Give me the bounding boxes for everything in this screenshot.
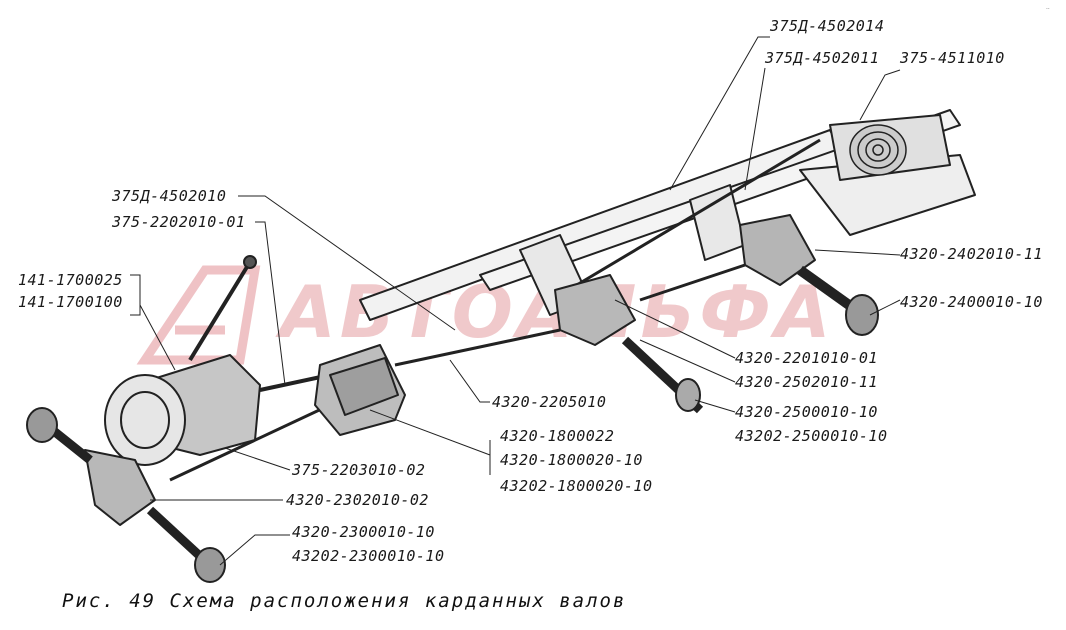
leader-line <box>694 399 736 413</box>
leader-line <box>369 409 491 456</box>
figure-caption: Рис. 49 Схема расположения карданных вал… <box>62 590 627 612</box>
corner-mark: .. <box>1046 4 1050 11</box>
shaft-upper <box>559 138 821 297</box>
part-label: 4320-2500010-10 <box>735 403 878 421</box>
part-label: 375Д-4502014 <box>770 17 885 35</box>
part-label: 4320-2502010-11 <box>735 373 878 391</box>
part-label: 43202-2300010-10 <box>292 547 445 565</box>
part-label: 43202-1800020-10 <box>500 477 653 495</box>
front-axle-housing <box>84 449 156 526</box>
part-label: 375-2203010-02 <box>292 461 426 479</box>
part-label: 4320-2205010 <box>492 393 607 411</box>
part-label: 141-1700025 <box>18 271 123 289</box>
part-label: 4320-1800020-10 <box>500 451 643 469</box>
leader-line <box>238 195 456 331</box>
shaft-front <box>169 403 331 482</box>
part-label: 43202-2500010-10 <box>735 427 888 445</box>
part-label: 4320-2402010-11 <box>900 245 1043 263</box>
leader-line <box>614 299 736 359</box>
part-label: 375-2202010-01 <box>112 213 246 231</box>
leader-line <box>744 67 766 191</box>
part-label: 375Д-4502010 <box>112 187 227 205</box>
leader-line <box>814 249 901 256</box>
leader-line <box>130 274 141 305</box>
shaft-mid <box>639 258 761 302</box>
part-label: 4320-1800022 <box>500 427 615 445</box>
shaft-intermediate <box>394 328 561 367</box>
part-label: 375-4511010 <box>900 49 1005 67</box>
leader-line <box>449 359 490 403</box>
leader-line <box>869 299 901 316</box>
part-label: 4320-2300010-10 <box>292 523 435 541</box>
leader-line <box>224 447 291 471</box>
leader-line <box>639 339 736 383</box>
part-label: 375Д-4502011 <box>765 49 880 67</box>
rear-axle-housing <box>739 214 816 286</box>
leader-line <box>859 69 901 121</box>
leader-line <box>255 221 286 386</box>
part-label: 4320-2302010-02 <box>286 491 429 509</box>
leader-line <box>219 534 290 566</box>
part-label: 4320-2400010-10 <box>900 293 1043 311</box>
leader-line <box>669 36 770 191</box>
part-label: 4320-2201010-01 <box>735 349 878 367</box>
gear-lever <box>188 260 252 362</box>
leader-line <box>130 304 176 371</box>
middle-axle-housing <box>554 274 636 346</box>
part-label: 141-1700100 <box>18 293 123 311</box>
clutch-bell <box>104 374 186 466</box>
